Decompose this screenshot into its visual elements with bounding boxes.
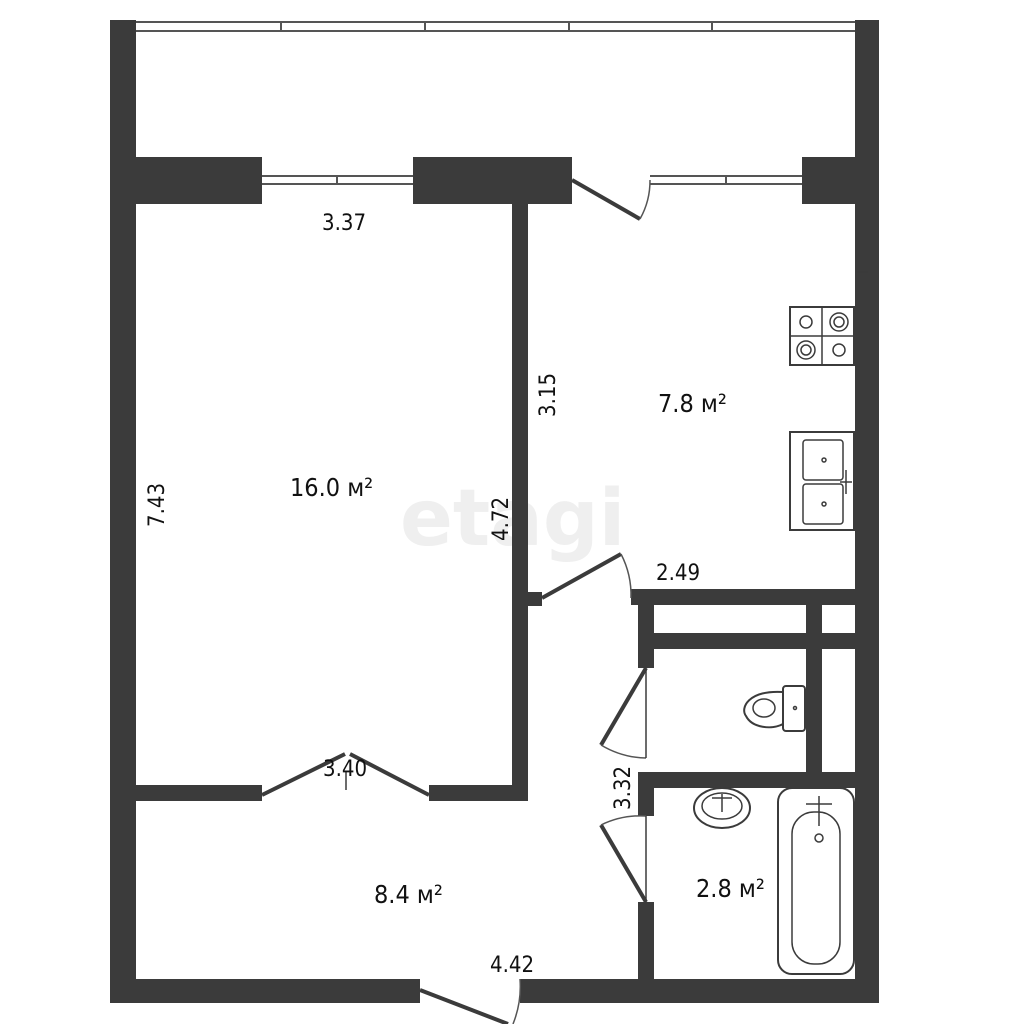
kitchen-window: [650, 157, 802, 204]
dimension-living-right: 4.72: [489, 497, 514, 541]
balcony-door: [571, 178, 651, 221]
kitchen-door: [541, 552, 632, 600]
toilet-door: [599, 666, 648, 759]
sink-icon: [789, 431, 855, 531]
dimension-kitchen-side: 3.15: [536, 373, 561, 417]
dimension-hall-side: 3.32: [611, 766, 636, 810]
hallway-area: 8.4 м²: [374, 880, 443, 909]
toilet-icon: [743, 685, 806, 732]
kitchen-area: 7.8 м²: [658, 389, 727, 418]
bathtub-icon: [777, 787, 855, 975]
dimension-living-left: 7.43: [145, 483, 170, 527]
entrance-door: [419, 978, 522, 1024]
dimension-living-top: 3.37: [322, 211, 366, 236]
bathroom-area: 2.8 м²: [696, 874, 765, 903]
bathroom-door: [599, 815, 648, 904]
living-room-door: [261, 752, 430, 797]
dimension-hall-bottom: 4.42: [490, 953, 534, 978]
stove-icon: [789, 306, 855, 366]
living-room-window: [262, 157, 413, 204]
walls: [110, 20, 879, 1003]
washbasin-icon: [693, 787, 751, 829]
living-room-area: 16.0 м²: [290, 473, 373, 502]
dimension-kitchen-bottom: 2.49: [656, 561, 700, 586]
dimension-living-bottom: 3.40: [323, 757, 367, 782]
balcony-window: [136, 20, 855, 34]
